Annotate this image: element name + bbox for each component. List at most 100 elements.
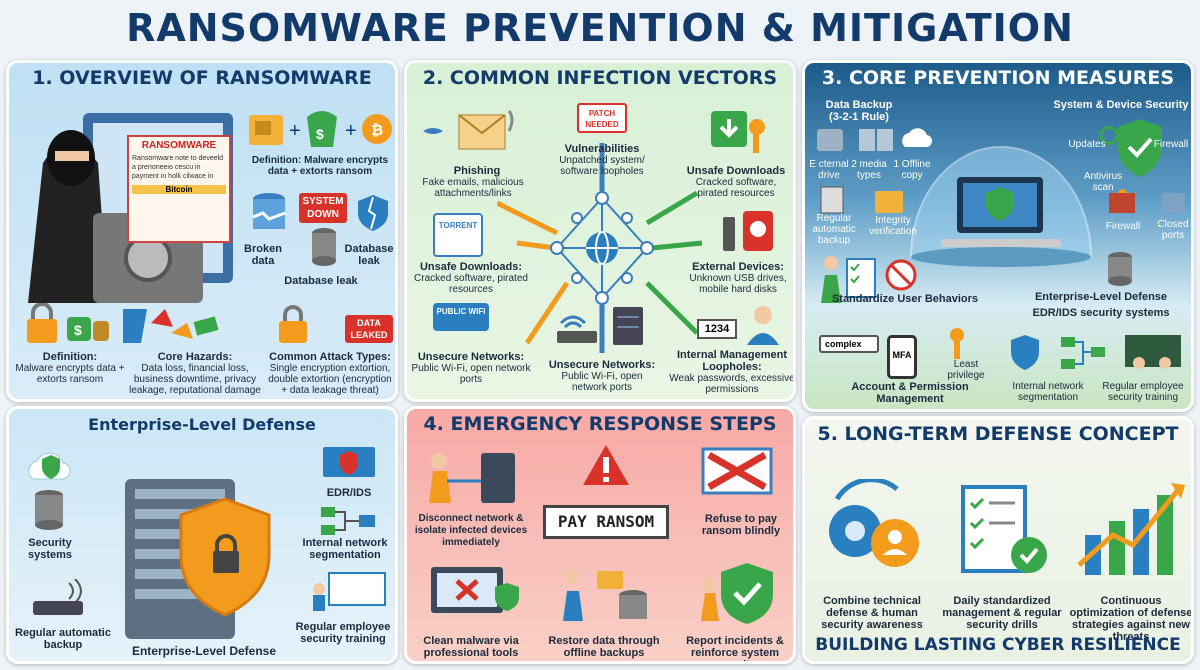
backup-drives-icon [817, 128, 933, 151]
folder-money-bitcoin-icon: + $ + ₿ [249, 111, 392, 147]
phishing-bold: Phishing [453, 165, 501, 177]
internal-bold: Internal Management Loopholes: [676, 349, 788, 373]
overview-heading: 1. OVERVIEW OF RANSOMWARE [32, 67, 372, 89]
router-server-icon [557, 307, 643, 345]
training-label-p4: Regular employee security training [295, 621, 391, 645]
cloud-shield-icon [28, 452, 71, 480]
networks2-bold: Unsecure Networks: [548, 359, 656, 371]
torrent-badge: TORRENT [433, 213, 483, 257]
mfa-label: MFA [892, 350, 912, 360]
system-down-label: SYSTEM DOWN [302, 196, 344, 220]
unsafe-downloads-text: Cracked software, pirated resources [695, 177, 777, 199]
database-leak-icon [312, 228, 336, 266]
vectors-panel: 2. COMMON INFECTION VECTORS Phishing Fak… [404, 60, 796, 402]
backup-folder-icon [820, 186, 903, 214]
patch-needed-badge: PATCH NEEDED [577, 103, 627, 133]
enterprise-bottom-label: Enterprise-Level Defense [131, 644, 277, 658]
external-text: Unknown USB drives, mobile hard disks [689, 273, 787, 295]
unsafe-downloads2-text: Cracked software, pirated resources [414, 273, 528, 295]
data-leaked-badge: DATA LEAKED [345, 315, 393, 343]
enterprise-label: Enterprise-Level Defense [1034, 291, 1168, 303]
standardize-label: Standardize User Behaviors [831, 293, 979, 305]
user-checklist-icon [821, 256, 917, 303]
antivirus-label: Antivirus scan [1083, 171, 1123, 193]
gears-user-icon [829, 479, 919, 567]
backup-label-p4: Regular automatic backup [15, 627, 111, 651]
hazards-bold: Core Hazards: [157, 351, 233, 363]
updates-label: Updates [1068, 139, 1106, 150]
resilience-banner: BUILDING LASTING CYBER RESILIENCE [815, 635, 1181, 655]
segmentation-icon [1011, 335, 1181, 370]
database-icon [35, 490, 63, 530]
complex-password-box: complex [819, 335, 879, 353]
clean-malware-icon [431, 567, 519, 613]
ransom-note-coin: Bitcoin [132, 185, 226, 194]
security-shield-icon [1099, 119, 1162, 177]
vulnerabilities-bold: Vulnerabilities [564, 143, 640, 155]
svg-text:$: $ [316, 126, 324, 142]
phishing-text: Fake emails, malicious attachments/links [422, 177, 524, 199]
svg-text:+: + [289, 120, 301, 142]
emergency-heading: 4. EMERGENCY RESPONSE STEPS [423, 413, 777, 435]
growth-chart-icon [1077, 483, 1185, 575]
svg-text:+: + [345, 120, 357, 142]
long-term-panel: 5. LONG-TERM DEFENSE CONCEPT Combine tec… [802, 416, 1194, 664]
password-label: 1234 [704, 323, 730, 335]
lock-money-icon: $ [27, 303, 109, 343]
closed-ports-label: Closed ports [1157, 219, 1189, 241]
training-board-icon [313, 572, 386, 611]
ransom-note-text: Ransomware note to deveeld a prenoneeio … [132, 155, 224, 180]
long-term-heading: 5. LONG-TERM DEFENSE CONCEPT [817, 423, 1179, 445]
admin-user-icon [747, 306, 779, 345]
enterprise-panel: Enterprise-Level Defense Security system… [6, 406, 398, 664]
networks1-bold: Unsecure Networks: [417, 351, 525, 363]
networks2-text: Public Wi-Fi, open network ports [561, 371, 643, 393]
refuse-label: Refuse to pay ransom blindly [701, 513, 781, 537]
network-nodes-icon [321, 507, 375, 535]
clean-label: Clean malware via professional tools [423, 635, 519, 659]
attack-bold: Common Attack Types: [269, 351, 391, 363]
disconnect-icon [429, 453, 515, 503]
continuous-label: Continuous optimization of defense strat… [1069, 595, 1193, 643]
broken-data-icon [252, 193, 286, 229]
daily-label: Daily standardized management & regular … [942, 595, 1062, 631]
ransom-note-title: RANSOMWARE [141, 140, 217, 151]
system-heading: System & Device Security [1053, 99, 1189, 111]
database-leak-bottom: Database leak [284, 275, 358, 287]
report-label: Report incidents & reinforce system secu… [686, 635, 784, 661]
edr-label-p4: EDR/IDS [326, 487, 372, 499]
phishing-email-icon [423, 110, 514, 150]
definition-top: Definition: Malware encrypts data + exto… [251, 155, 389, 177]
database-leak-right: Database leak [344, 243, 394, 267]
networks1-text: Public Wi-Fi, open network ports [411, 363, 531, 385]
external-drive-label: E cternal drive [809, 159, 849, 181]
warning-icon [583, 445, 629, 485]
prevention-panel: 3. CORE PREVENTION MEASURES Data Backup … [802, 60, 1194, 412]
offline-copy-label: 1 Offline copy [893, 159, 931, 181]
public-wifi-badge: PUBLIC WIFI [433, 303, 489, 331]
database-stack-icon [1108, 252, 1132, 286]
server-shield-icon [125, 479, 271, 639]
vectors-heading: 2. COMMON INFECTION VECTORS [422, 67, 778, 89]
download-key-icon [711, 111, 765, 153]
vulnerabilities-text: Unpatched system/ software loopholes [559, 155, 645, 177]
patch-needed-label: PATCH NEEDED [585, 109, 619, 129]
complex-label: complex [825, 339, 862, 349]
no-pay-icon [701, 447, 773, 495]
least-privilege-label: Least privilege [947, 359, 985, 381]
monitor-shield-icon [323, 447, 375, 477]
pay-ransom-sign: PAY RANSOM [543, 505, 669, 539]
firewall1-label: Firewall [1153, 139, 1189, 150]
training-label: Regular employee security training [1102, 381, 1184, 403]
router-icon [33, 579, 83, 615]
data-leaked-label: DATA LEAKED [350, 318, 388, 340]
enterprise-heading: Enterprise-Level Defense [88, 415, 316, 434]
emergency-panel: 4. EMERGENCY RESPONSE STEPS Disconnect n… [404, 406, 796, 664]
media-types-label: 2 media types [851, 159, 887, 181]
unsafe-downloads-bold: Unsafe Downloads [686, 165, 786, 177]
internal-text: Weak passwords, excessive permissions [669, 373, 795, 395]
integrity-label: Integrity verification [869, 215, 917, 237]
attack-text: Single encryption extortion, double exto… [268, 363, 392, 396]
key-icon [950, 328, 964, 359]
system-down-sign: SYSTEM DOWN [299, 193, 347, 223]
